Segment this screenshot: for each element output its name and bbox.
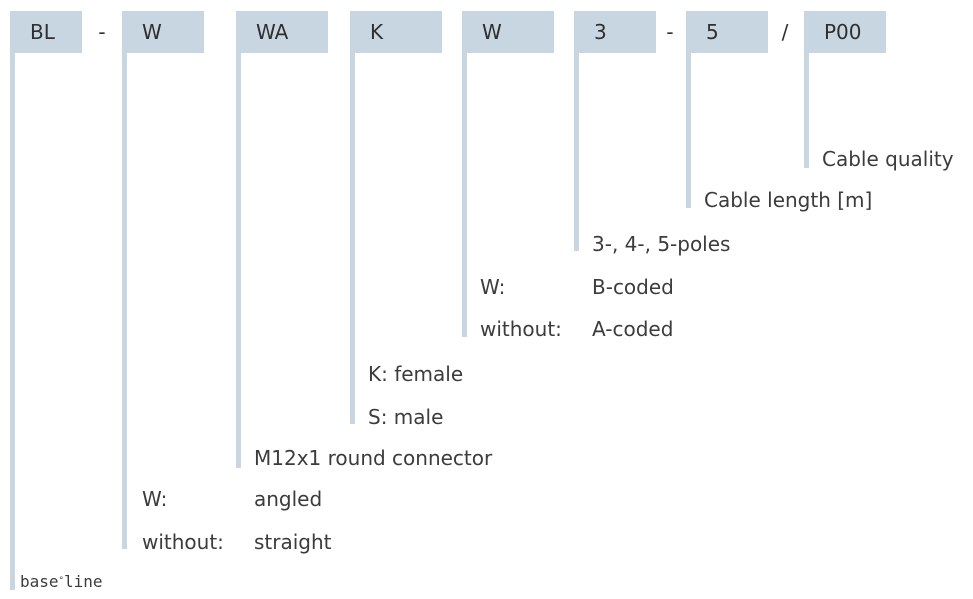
connector-bar-3: [574, 53, 579, 251]
connector-bar-p00: [804, 53, 809, 168]
label-straight-key: without:: [142, 530, 224, 554]
segment-k: K: [350, 11, 442, 53]
label-poles: 3-, 4-, 5-poles: [592, 232, 731, 256]
segment-p00-label: P00: [824, 20, 862, 44]
baseline-logo: base°line: [20, 571, 102, 593]
segment-3: 3: [574, 11, 656, 53]
connector-bar-bl: [10, 53, 15, 590]
segment-bl-label: BL: [30, 20, 55, 44]
connector-bar-5: [686, 53, 691, 208]
segment-k-label: K: [370, 20, 384, 44]
logo-part-1: base: [20, 572, 59, 591]
label-coding-without-value: A-coded: [592, 317, 674, 341]
label-male: S: male: [368, 405, 444, 429]
label-cable-length: Cable length [m]: [704, 188, 873, 212]
label-cable-quality: Cable quality: [822, 147, 954, 171]
label-angled-key: W:: [142, 487, 168, 511]
segment-w2: W: [462, 11, 554, 53]
segment-bl: BL: [10, 11, 82, 53]
segment-w: W: [122, 11, 204, 53]
segment-p00: P00: [804, 11, 886, 53]
label-coding-without-key: without:: [480, 317, 562, 341]
separator-dash-1: -: [98, 20, 106, 44]
segment-wa: WA: [236, 11, 328, 53]
separator-slash: /: [781, 20, 789, 44]
label-angled-value: angled: [254, 487, 323, 511]
connector-bar-w: [122, 53, 127, 549]
label-coding-w-value: B-coded: [592, 275, 674, 299]
separator-dash-2: -: [666, 20, 674, 44]
label-female: K: female: [368, 362, 464, 386]
label-coding-w-key: W:: [480, 275, 506, 299]
segment-w2-label: W: [482, 20, 502, 44]
segment-5: 5: [686, 11, 768, 53]
segment-5-label: 5: [706, 20, 719, 44]
segment-wa-label: WA: [256, 20, 289, 44]
connector-bar-k: [350, 53, 355, 424]
segment-w-label: W: [142, 20, 162, 44]
connector-bar-w2: [462, 53, 467, 337]
segment-3-label: 3: [594, 20, 607, 44]
logo-part-2: line: [63, 572, 103, 591]
logo-dot: °: [58, 576, 64, 586]
connector-bar-wa: [236, 53, 241, 468]
label-connector: M12x1 round connector: [254, 446, 493, 470]
label-straight-value: straight: [254, 530, 332, 554]
